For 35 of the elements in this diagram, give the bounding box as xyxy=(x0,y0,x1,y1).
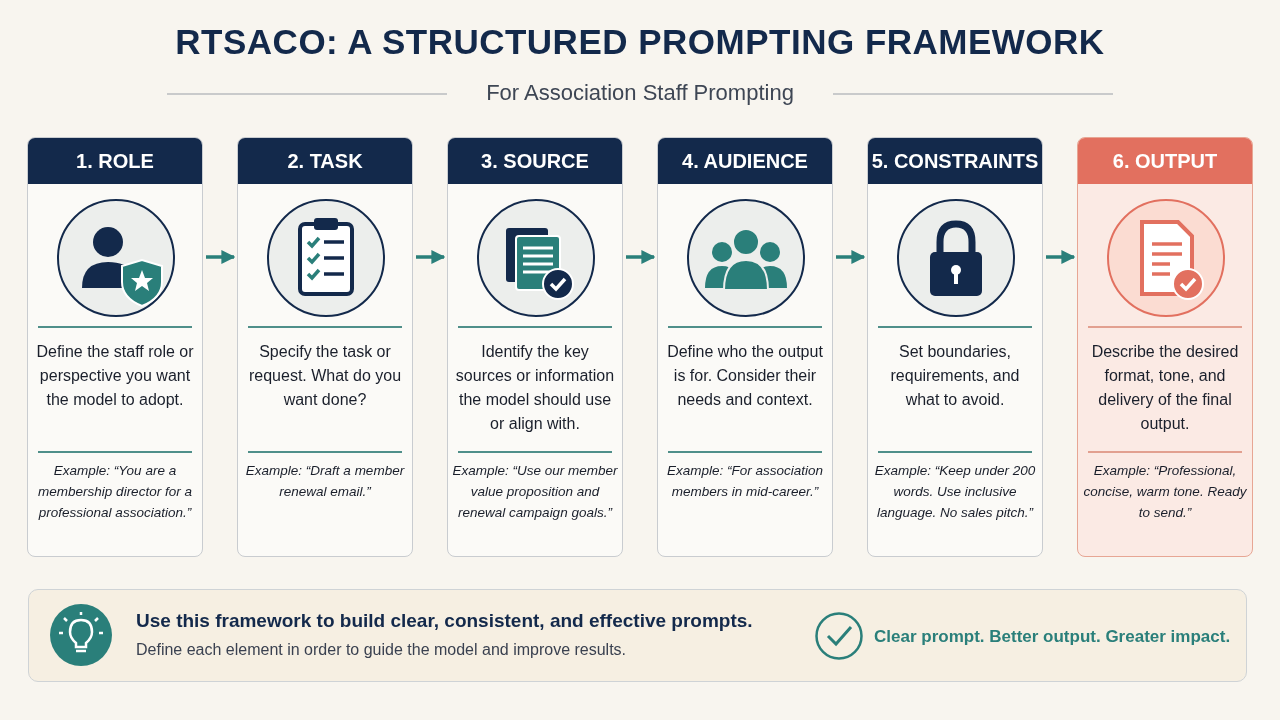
step-card xyxy=(447,137,623,557)
card-header: 1. ROLE xyxy=(28,138,202,184)
step-description: Define who the output is for. Consider their needs and context. xyxy=(666,342,824,410)
step-description: Describe the desired format, tone, and delivery of the final output. xyxy=(1090,342,1240,434)
title: RTSACO: A STRUCTURED PROMPTING FRAMEWORK xyxy=(174,22,1106,62)
step-card xyxy=(657,137,833,557)
step-description: Define the staff role or perspective you want the model to adopt. xyxy=(35,342,195,410)
card-header: 4. AUDIENCE xyxy=(658,138,832,184)
step-card xyxy=(27,137,203,557)
card-header: 6. OUTPUT xyxy=(1078,138,1252,184)
arrow xyxy=(416,250,446,264)
arrow xyxy=(206,250,236,264)
example-text: Example: “Keep under 200 words. Use inclusive language. No sales pitch.” xyxy=(873,462,1037,522)
step-description: Identify the key sources or information the model should use or align with. xyxy=(454,342,616,434)
example-text: Example: “For association members in mid-career.” xyxy=(665,462,825,501)
card-header: 2. TASK xyxy=(238,138,412,184)
summary-banner xyxy=(28,589,1247,682)
example-text: Example: “Draft a member renewal email.” xyxy=(244,462,406,501)
banner-heading: Use this framework to build clear, consistent, and effective prompts. xyxy=(136,610,753,632)
step-card xyxy=(1077,137,1253,557)
step-card xyxy=(237,137,413,557)
card-header: 3. SOURCE xyxy=(448,138,622,184)
example-text: Example: “Use our member value proposition and renewal campaign goals.” xyxy=(452,462,618,522)
step-card xyxy=(867,137,1043,557)
arrow xyxy=(836,250,866,264)
banner-text: Define each element in order to guide the model and improve results. xyxy=(136,641,627,659)
arrow xyxy=(1046,250,1076,264)
subtitle: For Association Staff Prompting xyxy=(485,80,795,105)
banner-tagline: Clear prompt. Better output. Greater impact. xyxy=(874,627,1231,647)
step-description: Specify the task or request. What do you want done? xyxy=(247,342,403,410)
example-text: Example: “You are a membership director for a professional association.” xyxy=(37,462,193,522)
card-header: 5. CONSTRAINTS xyxy=(868,138,1042,184)
example-text: Example: “Professional, concise, warm tone. Ready to send.” xyxy=(1082,462,1248,522)
step-description: Set boundaries, requirements, and what to avoid. xyxy=(889,342,1021,410)
arrow xyxy=(626,250,656,264)
